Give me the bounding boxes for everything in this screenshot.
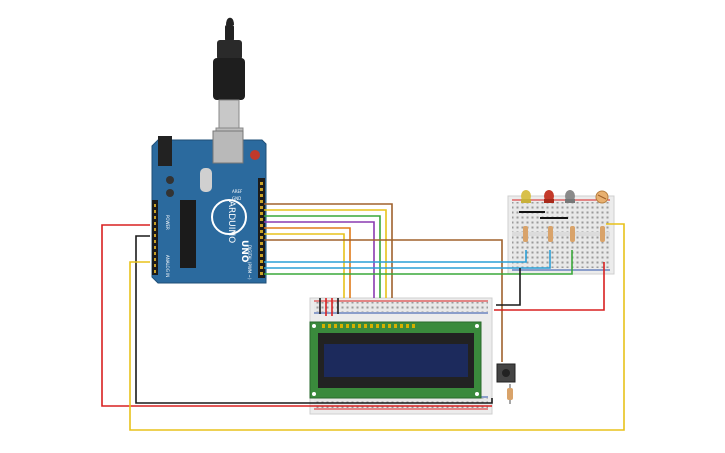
- wire-yellow-analog: [129, 223, 625, 431]
- wire-orange: [264, 227, 351, 298]
- usb-port: [212, 130, 244, 164]
- lcd-16x2: [309, 321, 482, 399]
- arduino-logo: [211, 199, 247, 235]
- wire-green: [264, 215, 381, 298]
- power-jack: [158, 136, 172, 166]
- pushbutton[interactable]: [496, 363, 516, 383]
- pushbutton-icon[interactable]: [502, 369, 510, 377]
- wire-brown: [264, 239, 503, 362]
- wire-purple: [264, 221, 375, 298]
- capacitor: [166, 189, 174, 197]
- wire-yellow: [264, 233, 345, 298]
- wire-yellow: [264, 209, 387, 298]
- photoresistor: [595, 190, 609, 204]
- led-red: [544, 190, 554, 203]
- wire-green: [264, 250, 573, 275]
- digital-header: [258, 178, 265, 278]
- analog-label: ANALOG IN: [165, 255, 170, 277]
- led-gray: [565, 190, 575, 203]
- model-label: UNO: [239, 240, 249, 263]
- capacitor: [166, 176, 174, 184]
- brand-label: ARDUINO: [226, 201, 236, 243]
- wire-black: [496, 268, 521, 306]
- led-yellow: [521, 190, 531, 203]
- resistor-button: [507, 384, 513, 404]
- wire-red: [494, 262, 605, 311]
- power-label: POWER: [165, 215, 170, 230]
- power-analog-header: [152, 200, 158, 275]
- resistors-small-board: [523, 226, 605, 242]
- lcd-screen: [324, 344, 468, 377]
- wires: [101, 203, 625, 431]
- atmega-chip: [180, 200, 196, 268]
- breadboard-small: [507, 195, 615, 275]
- wire-blue: [264, 250, 551, 269]
- arduino-uno-board: ARDUINO UNO AREF GND DIGITAL (PWM ~) POW…: [151, 130, 267, 284]
- reset-button[interactable]: [250, 150, 260, 160]
- aref-label: AREF: [232, 189, 243, 194]
- wire-brown: [264, 203, 393, 298]
- wire-black: [135, 235, 493, 404]
- wire-red: [101, 224, 492, 407]
- digital-label: DIGITAL (PWM ~): [247, 245, 252, 280]
- crystal: [200, 168, 212, 192]
- wire-blue: [264, 250, 527, 263]
- gnd-label: GND: [232, 196, 241, 201]
